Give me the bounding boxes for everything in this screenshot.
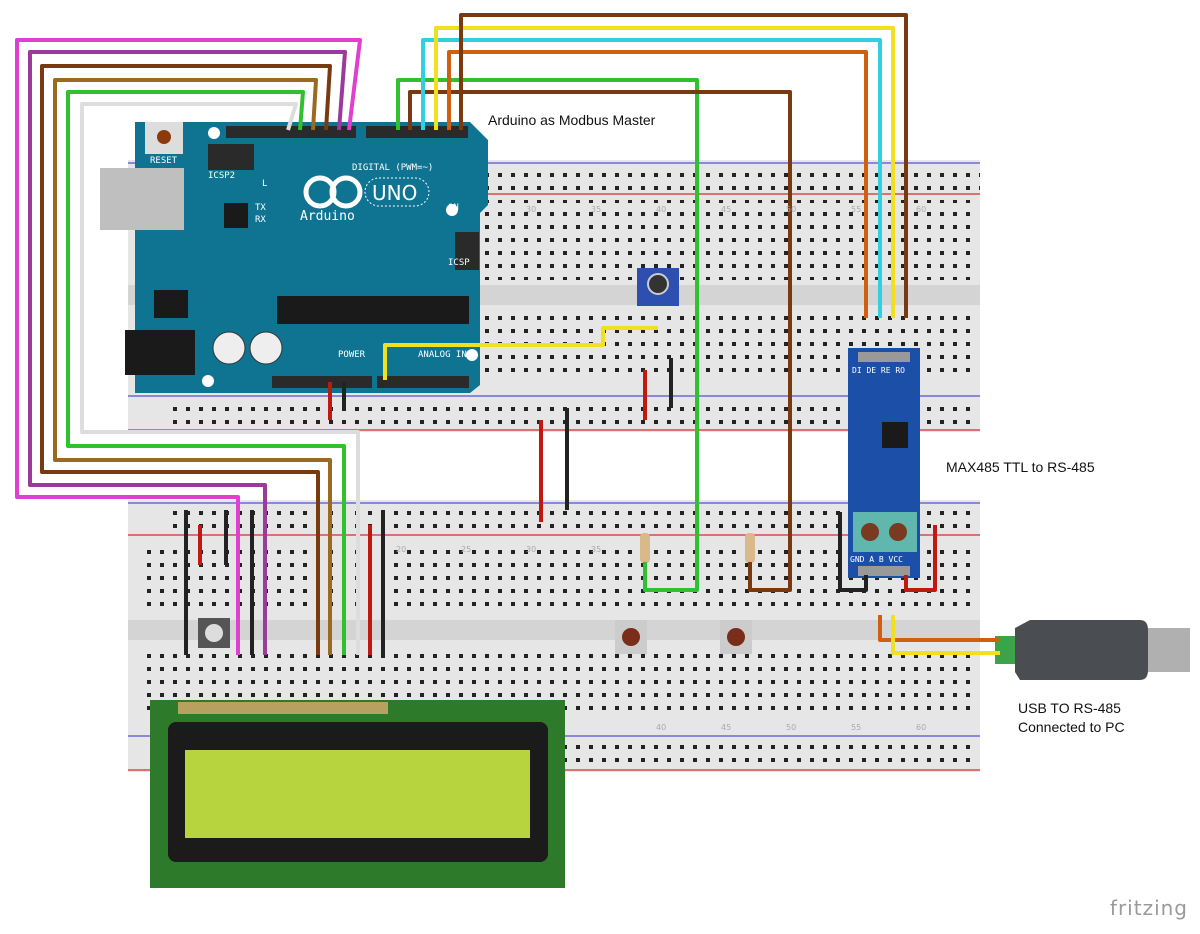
wire-brown-1 [40,64,332,655]
wire-yellow-a0 [383,326,658,380]
wire-orange-usb [878,615,1000,642]
bb2-num-20: 20 [396,545,406,554]
resistor-1 [640,533,650,563]
usb-label-line2: Connected to PC [1018,719,1125,735]
led-rx-label: RX [255,215,266,225]
wire-white [80,102,360,655]
lcd-16x2 [150,700,565,888]
push-button-1[interactable] [615,620,647,654]
wire-green [396,78,699,592]
max485-module[interactable] [848,348,920,578]
bb-num-55: 55 [851,205,861,214]
bb2-num-25: 25 [461,545,471,554]
bb2-num-35: 35 [591,545,601,554]
push-button-2[interactable] [720,620,752,654]
usb-label-line1: USB TO RS-485 [1018,700,1121,716]
bb2-num-40: 40 [656,723,666,732]
bb-num-50: 50 [786,205,796,214]
bb2-num-50: 50 [786,723,796,732]
digital-label: DIGITAL (PWM=~) [352,163,433,173]
analog-label: ANALOG IN [418,350,467,360]
bb-num-60: 60 [916,205,926,214]
max485-label: MAX485 TTL to RS-485 [946,459,1095,475]
icsp-label: ICSP [448,258,470,268]
reset-label: RESET [150,156,178,166]
breadboard-top [128,160,980,432]
resistor-2 [745,533,755,563]
wire-purple [28,50,347,655]
bb-num-35: 35 [591,205,601,214]
led-l-label: L [262,179,267,189]
digital-header-high [226,126,356,138]
bb2-num-30: 30 [526,545,536,554]
uno-model: UNO [372,181,417,205]
bb-num-40: 40 [656,205,666,214]
wire-yellow-usb [891,615,1000,655]
wire-yellow [434,26,895,318]
wire-brown-btn [408,90,792,592]
wire-brown-2 [53,78,332,655]
bb2-num-55: 55 [851,723,861,732]
wire-pink [15,38,362,655]
atmega-chip [277,296,469,324]
arduino-master-label: Arduino as Modbus Master [488,112,656,128]
digital-header-low [366,126,468,138]
power-label: POWER [338,350,366,360]
usb-plug [1148,628,1190,672]
usb-port [100,168,184,230]
max485-top-pins: DI DE RE RO [852,366,905,375]
max485-chip [882,422,908,448]
lcd-contrast-pot[interactable] [198,618,230,648]
usb-rs485-dongle[interactable] [995,620,1190,680]
wire-orange [447,50,868,318]
wire-red-vcc [904,525,937,592]
wires [15,13,1000,655]
bb-num-30: 30 [526,205,536,214]
bb-num-45: 45 [721,205,731,214]
power-header [272,376,372,388]
bb2-num-45: 45 [721,723,731,732]
icsp2-label: ICSP2 [208,171,235,181]
arduino-uno[interactable] [100,122,488,393]
max485-bottom-pins: GND A B VCC [850,555,903,564]
wire-black-gnd [838,512,868,592]
analog-header [377,376,469,388]
trimmer-potentiometer[interactable] [637,268,679,306]
wire-cyan [421,38,882,318]
arduino-logo-text: Arduino [300,209,355,224]
power-jack [125,330,195,375]
bb2-num-60: 60 [916,723,926,732]
fritzing-logo: fritzing [1109,896,1188,920]
wire-darkbrown [459,13,908,318]
wire-green-lcd [66,90,346,655]
led-on-label: ON [448,203,459,213]
led-tx-label: TX [255,203,266,213]
